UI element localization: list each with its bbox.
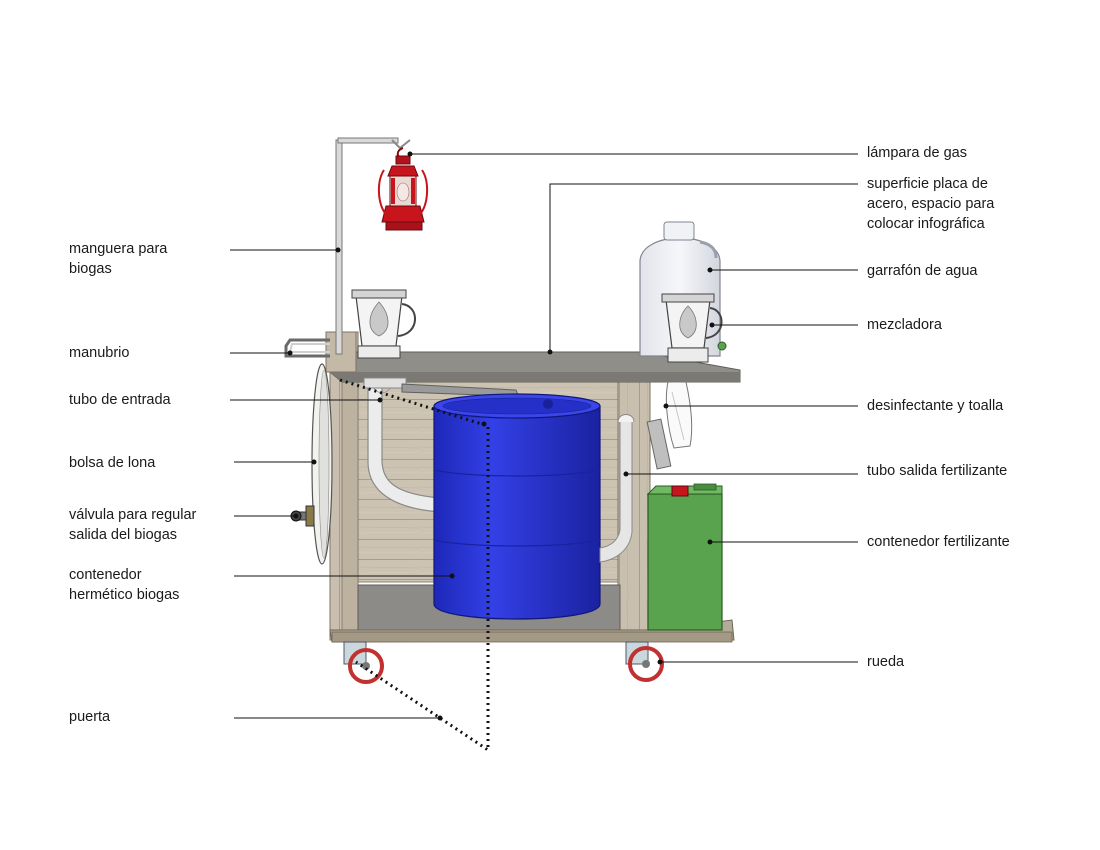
wheel-left [343,641,384,684]
label-gas-lamp: lámpara de gas [867,145,967,161]
fertilizer-outlet-pipe [599,414,635,563]
label-biogas-container: contenedor hermético biogas [69,567,180,603]
label-inlet-pipe: tubo de entrada [69,392,171,408]
label-door: puerta [69,709,111,725]
left-front-panel [341,381,359,633]
label-handle: manubrio [69,345,130,361]
biogas-barrel [433,393,601,620]
leader-dots [287,151,715,721]
handle [284,338,330,358]
gas-lamp [378,147,428,231]
base-board-front [331,631,733,643]
label-biogas-hose: manguera para biogas [69,241,168,277]
shelf-edge [330,372,740,382]
label-blender: mezcladora [867,317,942,333]
leader-superficie [549,183,858,352]
blender-right [661,293,727,363]
biogas-hose-pole [335,137,411,355]
disinfectant-and-towel [646,381,693,470]
blender-left [351,289,416,359]
label-canvas-bag: bolsa de lona [69,455,156,471]
leader-lines [230,153,858,719]
fertilizer-container [646,483,723,631]
label-fertilizer-container: contenedor fertilizante [867,534,1010,550]
label-fertilizer-pipe: tubo salida fertilizante [867,463,1008,479]
label-water-jug: garrafón de agua [867,263,978,279]
label-steel-plate: superficie placa de acero, espacio para … [867,176,995,232]
label-valve: válvula para regular salida del biogas [69,507,197,543]
wheel-right [625,641,664,682]
canvas-bag [311,363,333,565]
label-wheel: rueda [867,654,905,670]
door-outline [339,378,490,753]
label-disinfectant-towel: desinfectante y toalla [867,398,1004,414]
